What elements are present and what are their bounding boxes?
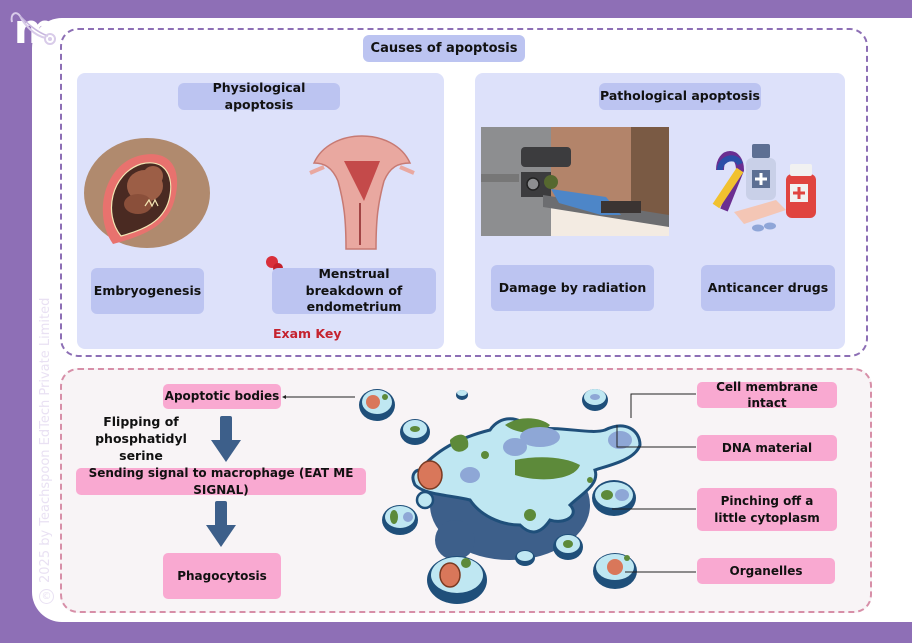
phosphatidyl-serine-note: Flipping of phosphatidyl serine	[95, 414, 187, 463]
eat-me-signal-label: Sending signal to macrophage (EAT ME SIG…	[76, 466, 366, 497]
phagocytosis-label: Phagocytosis	[163, 553, 281, 599]
radiation-label: Damage by radiation	[491, 265, 654, 311]
causes-section	[60, 28, 868, 357]
menstrual-breakdown-label: Menstrual breakdown of endometrium	[272, 266, 436, 314]
dna-material-label: DNA material	[697, 435, 837, 461]
apoptotic-body	[456, 390, 468, 400]
down-arrow-icon	[206, 501, 236, 547]
apoptotic-body	[515, 550, 535, 566]
apoptotic-body	[582, 389, 608, 411]
cell-membrane-intact-label: Cell membrane intact	[697, 380, 837, 410]
fetus-in-uterus-illustration	[84, 138, 210, 248]
exam-key-label: Exam Key	[273, 326, 342, 341]
apoptotic-body	[382, 505, 418, 535]
apoptotic-cell-illustration	[359, 389, 642, 604]
apoptotic-body	[553, 534, 583, 560]
radiation-therapy-illustration	[481, 127, 669, 236]
apoptotic-body	[359, 389, 395, 421]
embryogenesis-label: Embryogenesis	[91, 268, 204, 314]
organelles-label: Organelles	[697, 558, 835, 584]
apoptotic-body	[592, 480, 636, 516]
causes-title: Causes of apoptosis	[363, 35, 525, 62]
apoptotic-body	[427, 556, 487, 604]
pathological-title: Pathological apoptosis	[599, 83, 761, 110]
anticancer-drugs-label: Anticancer drugs	[701, 265, 835, 311]
stethoscope-icon	[10, 12, 56, 45]
uterus-illustration	[309, 135, 415, 250]
physiological-title: Physiological apoptosis	[178, 80, 340, 112]
cancer-drugs-illustration	[712, 144, 816, 232]
down-arrow-icon	[211, 416, 241, 462]
apoptotic-body	[400, 419, 430, 445]
apoptotic-body	[593, 553, 637, 589]
copyright-symbol: ©	[39, 589, 54, 604]
pinching-off-cytoplasm-label: Pinching off a little cytoplasm	[697, 488, 837, 531]
brand-logo: m	[6, 6, 58, 56]
copyright-text: ©2025 by Teachspoon EdTech Private Limit…	[38, 297, 54, 604]
apoptotic-bodies-label: Apoptotic bodies	[163, 384, 281, 409]
